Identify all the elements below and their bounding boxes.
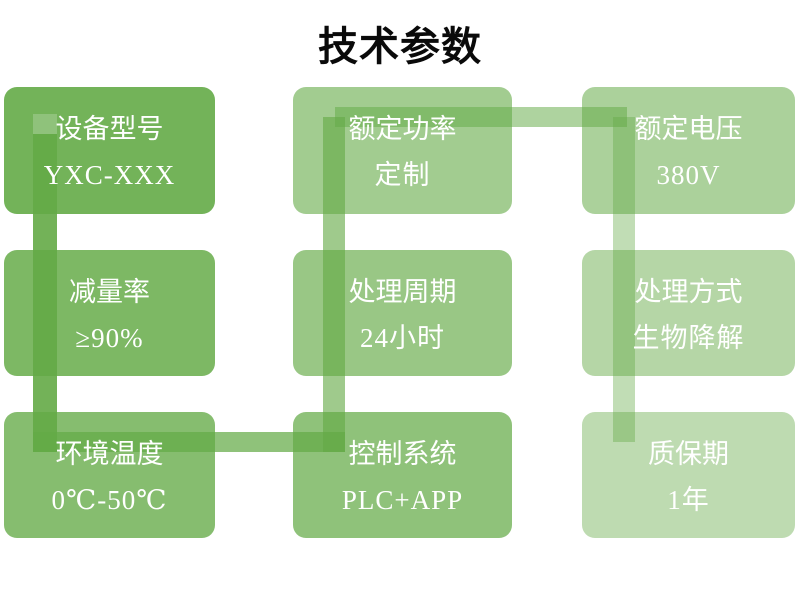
param-label: 设备型号 bbox=[55, 114, 164, 144]
param-label: 减量率 bbox=[69, 277, 150, 307]
param-value: 1年 bbox=[667, 485, 710, 515]
param-box-rated-voltage: 额定电压 380V bbox=[582, 87, 795, 214]
param-box-warranty: 质保期 1年 bbox=[582, 412, 795, 538]
flow-start-cap bbox=[33, 114, 57, 134]
param-box-processing-method: 处理方式 生物降解 bbox=[582, 250, 795, 376]
flow-connector-horizontal-top bbox=[335, 107, 627, 127]
flow-connector-vertical-middle bbox=[323, 117, 345, 452]
param-label: 质保期 bbox=[648, 439, 729, 469]
param-box-device-model: 设备型号 YXC-XXX bbox=[4, 87, 215, 214]
param-box-rated-power: 额定功率 定制 bbox=[293, 87, 512, 214]
flow-connector-vertical-left bbox=[33, 114, 57, 452]
param-box-processing-cycle: 处理周期 24小时 bbox=[293, 250, 512, 376]
param-box-control-system: 控制系统 PLC+APP bbox=[293, 412, 512, 538]
param-label: 处理方式 bbox=[634, 277, 743, 307]
param-label: 额定电压 bbox=[634, 114, 743, 144]
slide-title: 技术参数 bbox=[318, 25, 482, 69]
param-box-ambient-temperature: 环境温度 0℃-50℃ bbox=[4, 412, 215, 538]
param-value: YXC-XXX bbox=[43, 160, 176, 190]
param-box-reduction-rate: 减量率 ≥90% bbox=[4, 250, 215, 376]
param-value: 0℃-50℃ bbox=[51, 485, 168, 515]
param-label: 控制系统 bbox=[348, 439, 457, 469]
param-label: 处理周期 bbox=[348, 277, 457, 307]
param-value: ≥90% bbox=[75, 323, 144, 353]
param-value: 380V bbox=[656, 160, 721, 190]
flow-connector-horizontal-bottom bbox=[33, 432, 345, 452]
param-value: 定制 bbox=[374, 160, 431, 190]
param-label: 环境温度 bbox=[55, 439, 164, 469]
param-value: PLC+APP bbox=[341, 485, 464, 515]
param-label: 额定功率 bbox=[348, 114, 457, 144]
param-value: 生物降解 bbox=[632, 323, 745, 353]
param-value: 24小时 bbox=[360, 323, 445, 353]
flow-connector-vertical-right bbox=[613, 117, 635, 442]
